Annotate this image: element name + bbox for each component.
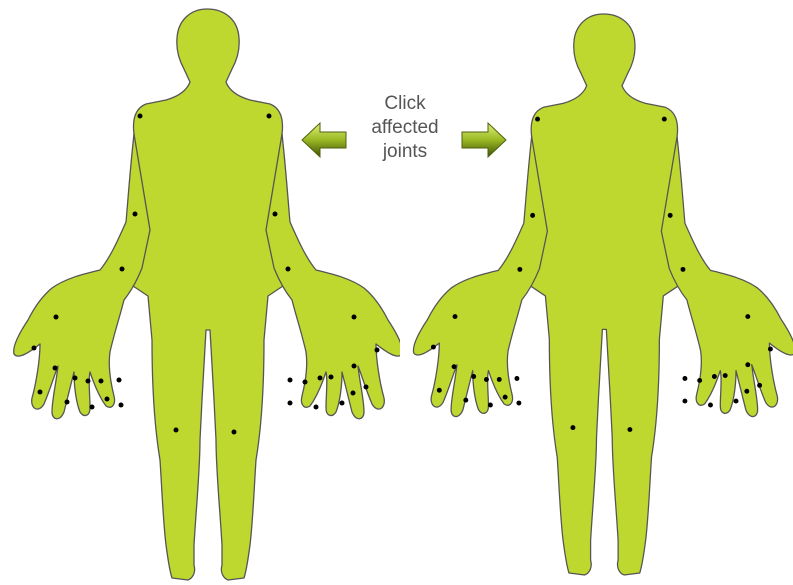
joint-right-elbow[interactable] <box>668 213 673 218</box>
joint-left-finger2-mid[interactable] <box>463 398 468 403</box>
joint-right-finger4-mid[interactable] <box>708 403 713 408</box>
joint-left-finger5-base[interactable] <box>514 376 519 381</box>
joint-left-thumb-base[interactable] <box>54 315 59 320</box>
joint-right-finger4-base[interactable] <box>303 380 308 385</box>
joint-left-finger3-base[interactable] <box>86 379 91 384</box>
joint-right-finger1-mid[interactable] <box>757 383 762 388</box>
joint-right-finger5-mid[interactable] <box>288 401 293 406</box>
joint-left-finger5-mid[interactable] <box>516 401 521 406</box>
joint-right-wrist[interactable] <box>681 267 686 272</box>
joint-right-finger3-base[interactable] <box>318 376 323 381</box>
joint-right-shoulder[interactable] <box>662 117 667 122</box>
joint-right-finger5-base[interactable] <box>682 376 687 381</box>
joint-right-finger5-mid[interactable] <box>682 399 687 404</box>
arrow-left-icon <box>300 120 348 160</box>
instruction-line-2: affected <box>342 116 468 140</box>
joint-right-finger4-base[interactable] <box>697 378 702 383</box>
joint-right-knee[interactable] <box>627 427 632 432</box>
joint-right-finger3-mid[interactable] <box>734 399 739 404</box>
joint-left-finger4-mid[interactable] <box>105 397 110 402</box>
instruction-line-3: joints <box>342 140 468 164</box>
joint-left-finger2-mid[interactable] <box>65 400 70 405</box>
joint-right-finger2-mid[interactable] <box>351 391 356 396</box>
joint-left-knee[interactable] <box>570 425 575 430</box>
joint-left-finger5-base[interactable] <box>117 378 122 383</box>
instruction-line-1: Click <box>342 92 468 116</box>
joint-left-finger4-base[interactable] <box>497 377 502 382</box>
instruction-block: Click affected joints <box>300 92 510 192</box>
joint-right-finger1-base[interactable] <box>745 362 750 367</box>
joint-left-shoulder[interactable] <box>535 117 540 122</box>
joint-right-finger3-base[interactable] <box>712 374 717 379</box>
joint-left-finger1-base[interactable] <box>53 366 58 371</box>
joint-right-finger1-mid[interactable] <box>364 385 369 390</box>
joint-right-finger2-base[interactable] <box>329 375 334 380</box>
joint-left-wrist[interactable] <box>120 267 125 272</box>
joint-left-thumb-tip[interactable] <box>431 345 436 350</box>
joint-left-finger2-base[interactable] <box>471 374 476 379</box>
joint-right-thumb-tip[interactable] <box>375 348 380 353</box>
joint-right-thumb-base[interactable] <box>352 315 357 320</box>
joint-right-finger3-mid[interactable] <box>340 401 345 406</box>
joint-right-finger4-mid[interactable] <box>314 405 319 410</box>
joint-left-finger3-mid[interactable] <box>488 403 493 408</box>
joint-left-finger1-mid[interactable] <box>437 388 442 393</box>
joint-left-wrist[interactable] <box>517 267 522 272</box>
joint-left-finger1-mid[interactable] <box>38 390 43 395</box>
joint-right-finger2-mid[interactable] <box>744 389 749 394</box>
joint-right-finger5-base[interactable] <box>288 378 293 383</box>
joint-right-elbow[interactable] <box>273 212 278 217</box>
right-body-figure <box>400 0 793 585</box>
joint-right-finger1-base[interactable] <box>352 364 357 369</box>
joint-right-thumb-tip[interactable] <box>768 347 773 352</box>
instruction-text: Click affected joints <box>342 92 468 164</box>
joint-left-finger1-base[interactable] <box>452 364 457 369</box>
joint-right-knee[interactable] <box>232 430 237 435</box>
joint-left-finger3-base[interactable] <box>484 377 489 382</box>
joint-left-elbow[interactable] <box>133 212 138 217</box>
joint-right-thumb-base[interactable] <box>745 314 750 319</box>
joint-left-thumb-base[interactable] <box>453 314 458 319</box>
joint-right-shoulder[interactable] <box>267 114 272 119</box>
joint-right-wrist[interactable] <box>286 267 291 272</box>
joint-right-finger2-base[interactable] <box>723 373 728 378</box>
joint-left-finger2-base[interactable] <box>73 376 78 381</box>
joint-left-thumb-tip[interactable] <box>32 346 37 351</box>
joint-left-finger5-mid[interactable] <box>119 403 124 408</box>
joint-left-knee[interactable] <box>174 428 179 433</box>
joint-left-shoulder[interactable] <box>138 114 143 119</box>
joint-left-finger4-base[interactable] <box>99 379 104 384</box>
left-body-figure <box>0 0 400 585</box>
joint-left-elbow[interactable] <box>530 213 535 218</box>
joint-left-finger3-mid[interactable] <box>90 405 95 410</box>
arrow-right-icon <box>460 120 508 160</box>
joint-left-finger4-mid[interactable] <box>503 395 508 400</box>
